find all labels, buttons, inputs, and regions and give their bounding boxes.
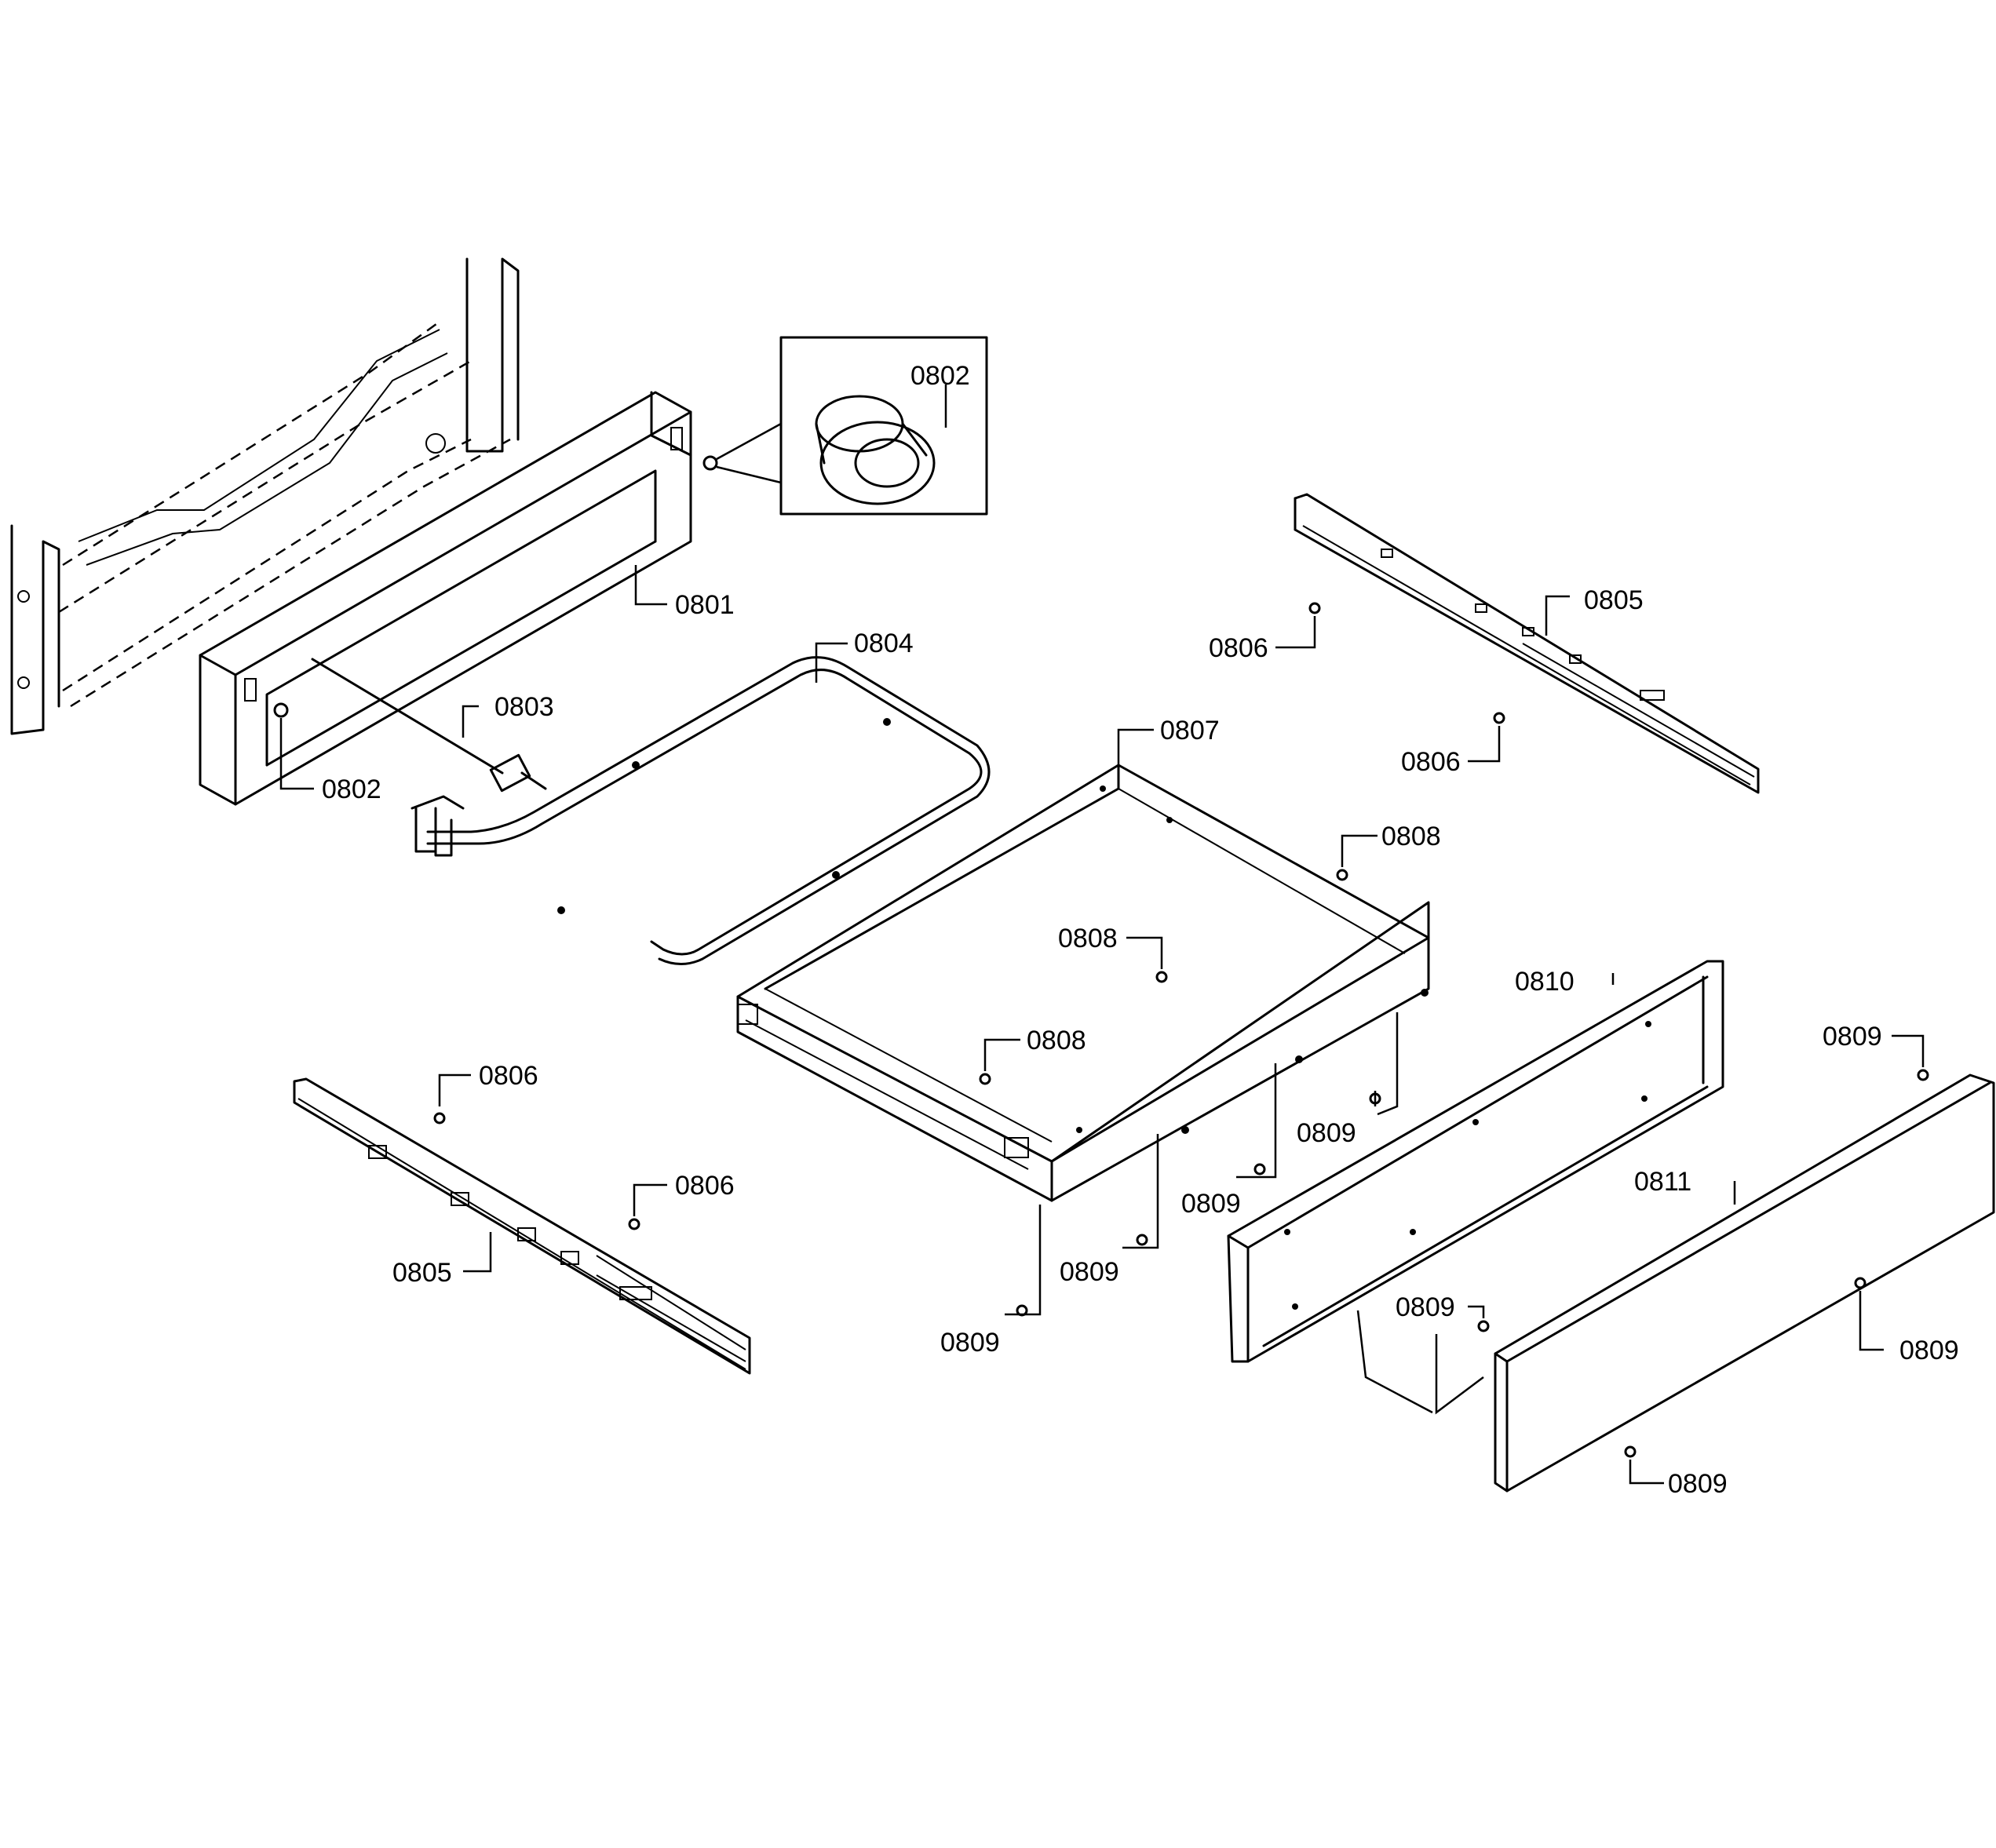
front-frame-0801 — [199, 391, 692, 806]
label-0810: 0810 — [1515, 967, 1575, 997]
label-0807: 0807 — [1160, 716, 1220, 745]
label-0806-right-lower: 0806 — [1401, 747, 1461, 777]
label-0806-left-lower: 0806 — [675, 1171, 735, 1201]
screw-inset-box — [779, 336, 988, 516]
label-0809-h: 0809 — [1668, 1469, 1728, 1499]
front-cover-0811 — [1356, 1073, 1995, 1493]
drawer-box-0807 — [736, 764, 1430, 1202]
label-0803: 0803 — [494, 692, 554, 722]
label-0804: 0804 — [854, 629, 914, 658]
oven-cavity-frame — [10, 257, 520, 735]
label-0808-a: 0808 — [1381, 822, 1441, 851]
rail-screws-0806 — [433, 602, 1505, 1230]
slide-rail-0805-right — [1294, 493, 1760, 794]
label-0805-left: 0805 — [392, 1258, 452, 1288]
label-0809-e: 0809 — [1823, 1022, 1882, 1052]
drawer-screws-0808 — [979, 869, 1348, 1085]
label-0802: 0802 — [322, 775, 381, 804]
label-0802-inset: 0802 — [910, 361, 970, 391]
label-0809-a: 0809 — [1297, 1118, 1356, 1148]
label-0808-c: 0808 — [1027, 1026, 1086, 1055]
screw-0802 — [273, 422, 782, 718]
label-0809-g: 0809 — [1396, 1292, 1455, 1322]
label-0809-c: 0809 — [1060, 1257, 1119, 1287]
label-0809-f: 0809 — [1899, 1336, 1959, 1365]
part-labels: 0801 0802 0802 0803 0804 0805 0805 0806 … — [322, 361, 1959, 1499]
label-0808-b: 0808 — [1058, 924, 1118, 953]
label-0801: 0801 — [675, 590, 735, 620]
slide-rail-0805-left — [293, 1077, 751, 1375]
label-0809-d: 0809 — [940, 1328, 1000, 1358]
label-0806-right-upper: 0806 — [1209, 633, 1268, 663]
label-0809-b: 0809 — [1181, 1189, 1241, 1219]
front-panel-frame-0810 — [1227, 960, 1724, 1363]
leader-lines — [279, 385, 1925, 1485]
label-0805-right: 0805 — [1584, 585, 1644, 615]
screws-0809 — [1016, 1069, 1929, 1458]
sensor-0803 — [311, 658, 547, 793]
label-0811: 0811 — [1634, 1167, 1691, 1197]
label-0806-left-upper: 0806 — [479, 1061, 538, 1091]
heating-element-0804 — [411, 656, 991, 965]
